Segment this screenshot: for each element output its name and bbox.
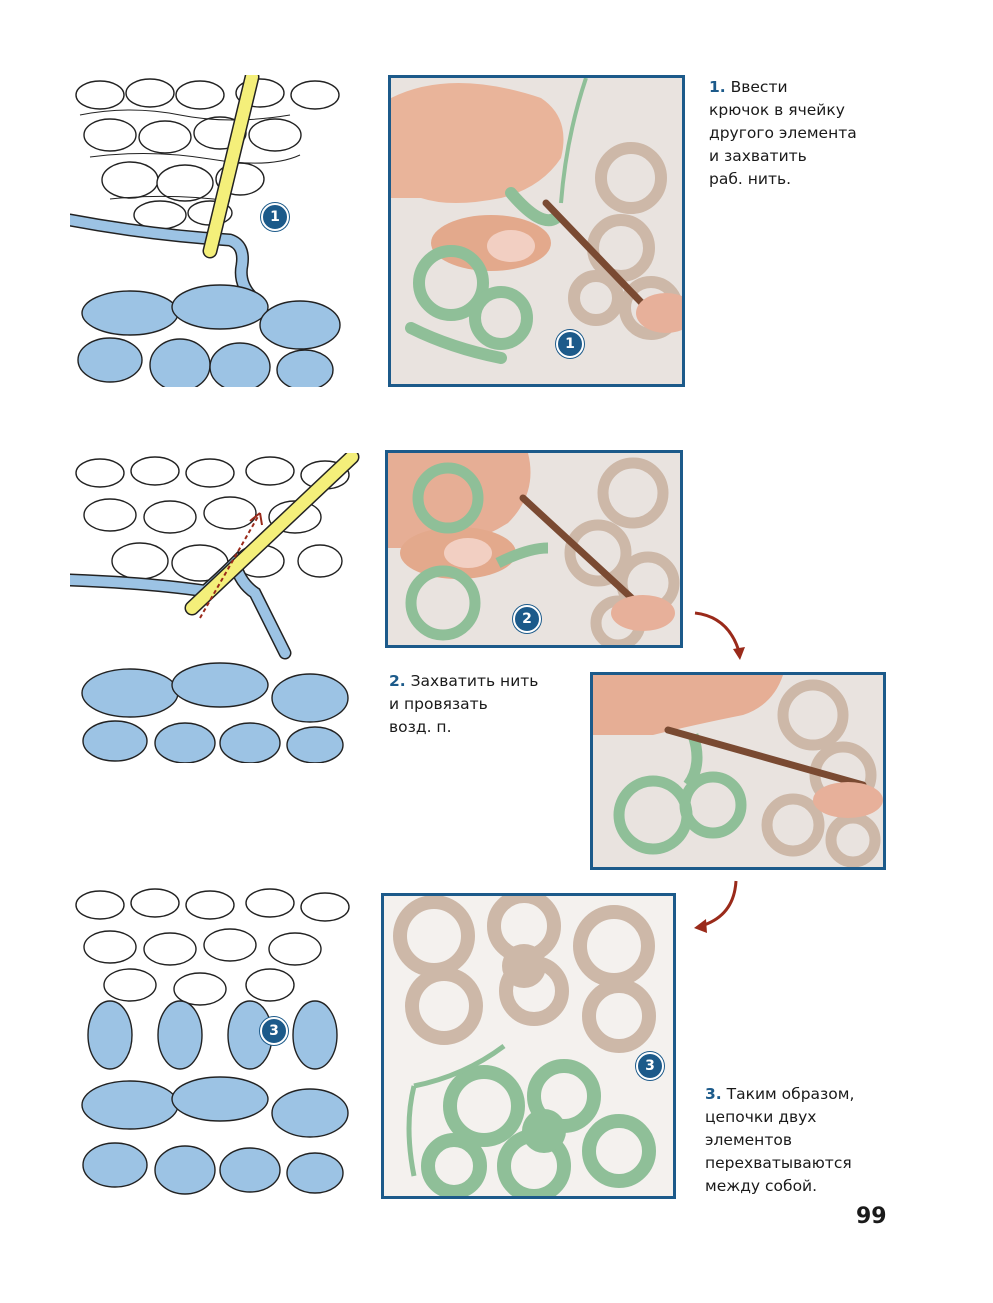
step-1-caption-line: и захватить — [709, 147, 807, 165]
page-number: 99 — [856, 1204, 887, 1229]
step-2-photo-badge: 2 — [513, 605, 541, 633]
step-3-caption: 3. Таким образом, цепочки двух элементов… — [705, 1083, 854, 1198]
step-1-photo: 1 — [388, 75, 685, 387]
step-2-diagram — [70, 453, 360, 763]
step-3-photo-badge: 3 — [636, 1052, 664, 1080]
step-1-photo-badge: 1 — [556, 330, 584, 358]
step-2-caption-line: возд. п. — [389, 718, 452, 736]
step-1-caption-line: крючок в ячейку — [709, 101, 845, 119]
step-3-caption-line: перехватываются — [705, 1154, 852, 1172]
step-3-caption-line: Таким образом, — [726, 1085, 855, 1103]
step-1-caption: 1. Ввести крючок в ячейку другого элемен… — [709, 76, 857, 191]
step-3-number: 3. — [705, 1085, 722, 1103]
step-1-caption-line: раб. нить. — [709, 170, 792, 188]
step-2-photo-a: 2 — [385, 450, 683, 648]
step-2-caption: 2. Захватить нить и провязать возд. п. — [389, 670, 538, 739]
curved-arrow-icon — [694, 611, 745, 660]
step-3-caption-line: цепочки двух — [705, 1108, 817, 1126]
step-2-number: 2. — [389, 672, 406, 690]
step-1-number: 1. — [709, 78, 726, 96]
step-3-diagram: 3 — [70, 885, 360, 1195]
curved-arrow-icon — [694, 880, 738, 933]
step-3-photo: 3 — [381, 893, 676, 1199]
step-1-caption-line: Ввести — [730, 78, 788, 96]
step-1-caption-line: другого элемента — [709, 124, 857, 142]
step-1-diagram-badge: 1 — [261, 203, 289, 231]
step-1-diagram: 1 — [70, 75, 360, 387]
step-2-caption-line: и провязать — [389, 695, 488, 713]
step-3-caption-line: между собой. — [705, 1177, 818, 1195]
step-2-photo-b — [590, 672, 886, 870]
step-2-caption-line: Захватить нить — [410, 672, 539, 690]
step-3-diagram-badge: 3 — [260, 1017, 288, 1045]
step-3-caption-line: элементов — [705, 1131, 792, 1149]
